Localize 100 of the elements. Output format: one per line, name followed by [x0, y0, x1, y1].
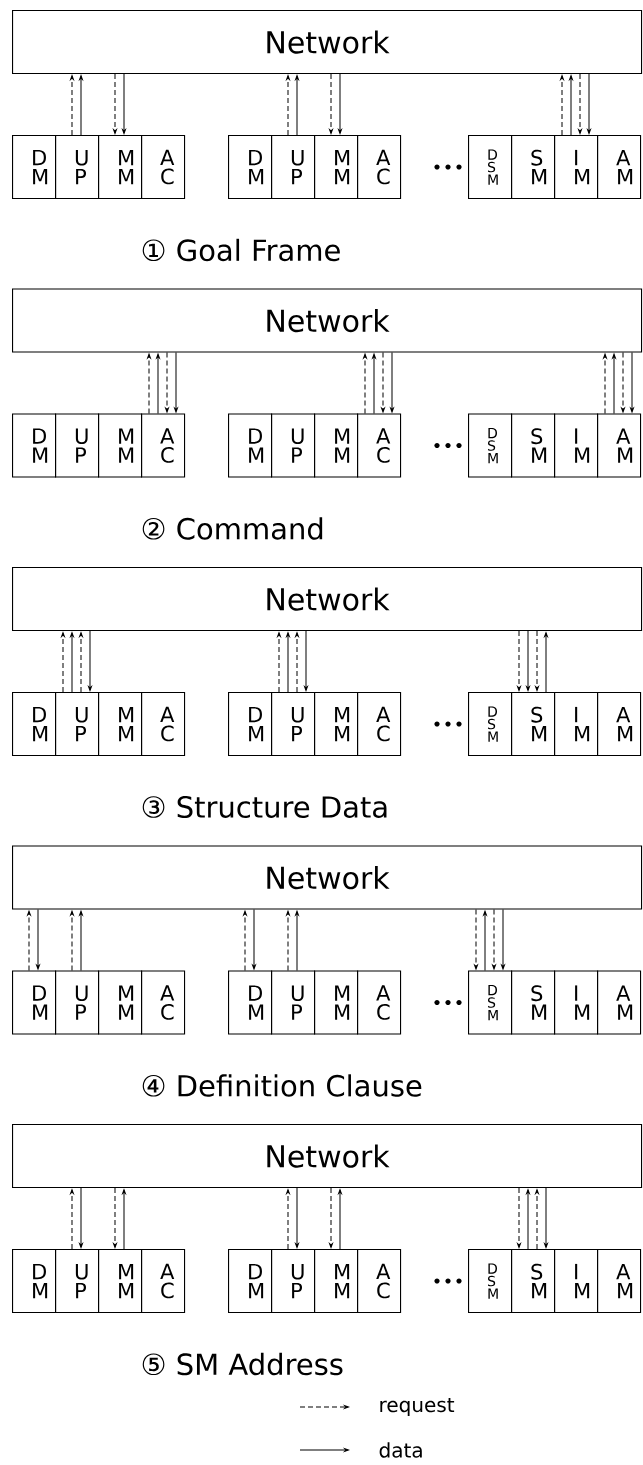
module-box: U P — [55, 135, 100, 200]
panel-title: ③ Structure Data — [142, 796, 387, 818]
arrow — [544, 1187, 548, 1249]
module-box: D S M — [468, 135, 513, 200]
module-box: U P — [271, 1249, 316, 1314]
module-box: A M — [597, 413, 642, 478]
arrow — [113, 1187, 117, 1249]
module-box: D M — [228, 692, 273, 757]
arrow — [517, 1187, 521, 1249]
module-box: A M — [597, 692, 642, 757]
module-box: D M — [228, 970, 273, 1035]
module-box: S M — [511, 413, 556, 478]
arrow — [526, 630, 530, 691]
module-box: S M — [511, 1249, 556, 1314]
arrow — [27, 910, 31, 971]
module-box: I M — [554, 135, 599, 200]
arrow — [612, 353, 616, 414]
arrow — [70, 75, 74, 136]
arrow — [36, 909, 40, 970]
module-box: U P — [55, 413, 100, 478]
module-box: U P — [55, 692, 100, 757]
arrow — [483, 910, 487, 971]
module-box: M M — [98, 413, 143, 478]
module-box: D M — [228, 135, 273, 200]
arrow — [61, 632, 65, 693]
arrow — [295, 632, 299, 693]
module-box: D S M — [468, 413, 513, 478]
module-box: U P — [271, 970, 316, 1035]
arrow — [492, 909, 496, 970]
legend-label: request — [380, 1397, 455, 1417]
panel-title: ② Command — [142, 517, 323, 540]
arrow — [526, 1189, 530, 1250]
panel-title: ④ Definition Clause — [142, 1074, 422, 1097]
arrow — [587, 73, 591, 134]
arrow — [535, 630, 539, 691]
module-box: D M — [12, 413, 57, 478]
arrow — [156, 353, 160, 414]
module-box: I M — [554, 692, 599, 757]
module-box: U P — [271, 692, 316, 757]
arrow — [277, 632, 281, 693]
arrow — [243, 910, 247, 971]
arrow — [381, 352, 385, 413]
module-box: D M — [12, 1249, 57, 1314]
module-box: A M — [597, 135, 642, 200]
network-bar: Network — [12, 10, 643, 75]
module-box: I M — [554, 413, 599, 478]
module-box: D M — [12, 970, 57, 1035]
arrow — [122, 1189, 126, 1250]
module-box: D M — [228, 413, 273, 478]
module-box: M M — [98, 1249, 143, 1314]
arrow — [578, 73, 582, 134]
module-box: M M — [98, 970, 143, 1035]
module-box: M M — [314, 970, 359, 1035]
module-box: D S M — [468, 1249, 513, 1314]
arrow — [79, 75, 83, 136]
arrow — [79, 632, 83, 693]
module-box: A C — [357, 692, 402, 757]
module-box: M M — [314, 135, 359, 200]
network-bar: Network — [12, 1124, 643, 1189]
module-box: I M — [554, 970, 599, 1035]
module-box: A C — [357, 135, 402, 200]
module-box: U P — [271, 135, 316, 200]
arrow — [329, 1187, 333, 1249]
arrow — [569, 75, 573, 136]
arrow — [79, 910, 83, 971]
arrow — [147, 353, 151, 414]
module-box: D M — [12, 135, 57, 200]
panel-title: ① Goal Frame — [142, 238, 340, 262]
arrow — [122, 73, 126, 134]
arrow — [113, 73, 117, 134]
module-box: M M — [314, 413, 359, 478]
module-box: M M — [98, 135, 143, 200]
arrow — [603, 353, 607, 414]
module-box: S M — [511, 692, 556, 757]
arrow — [560, 75, 564, 136]
arrow — [338, 73, 342, 134]
arrow — [70, 910, 74, 971]
module-box: A C — [141, 135, 186, 200]
arrow — [286, 1189, 290, 1250]
arrow — [535, 1189, 539, 1250]
arrow — [286, 910, 290, 971]
arrow — [372, 353, 376, 414]
arrow — [390, 352, 394, 413]
network-bar: Network — [12, 567, 643, 632]
arrow — [70, 1189, 74, 1250]
arrow — [517, 630, 521, 691]
module-box: M M — [314, 1249, 359, 1314]
module-box: U P — [55, 1249, 100, 1314]
arrow — [338, 1189, 342, 1250]
module-box: D M — [228, 1249, 273, 1314]
arrow — [304, 630, 308, 691]
module-box: I M — [554, 1249, 599, 1314]
arrow — [363, 353, 367, 414]
module-box: A C — [141, 692, 186, 757]
module-box: A C — [141, 1249, 186, 1314]
panel-title: ⑤ SM Address — [142, 1352, 343, 1376]
module-box: D M — [12, 692, 57, 757]
arrow — [79, 1187, 83, 1249]
arrow — [286, 632, 290, 693]
arrow — [544, 632, 548, 693]
